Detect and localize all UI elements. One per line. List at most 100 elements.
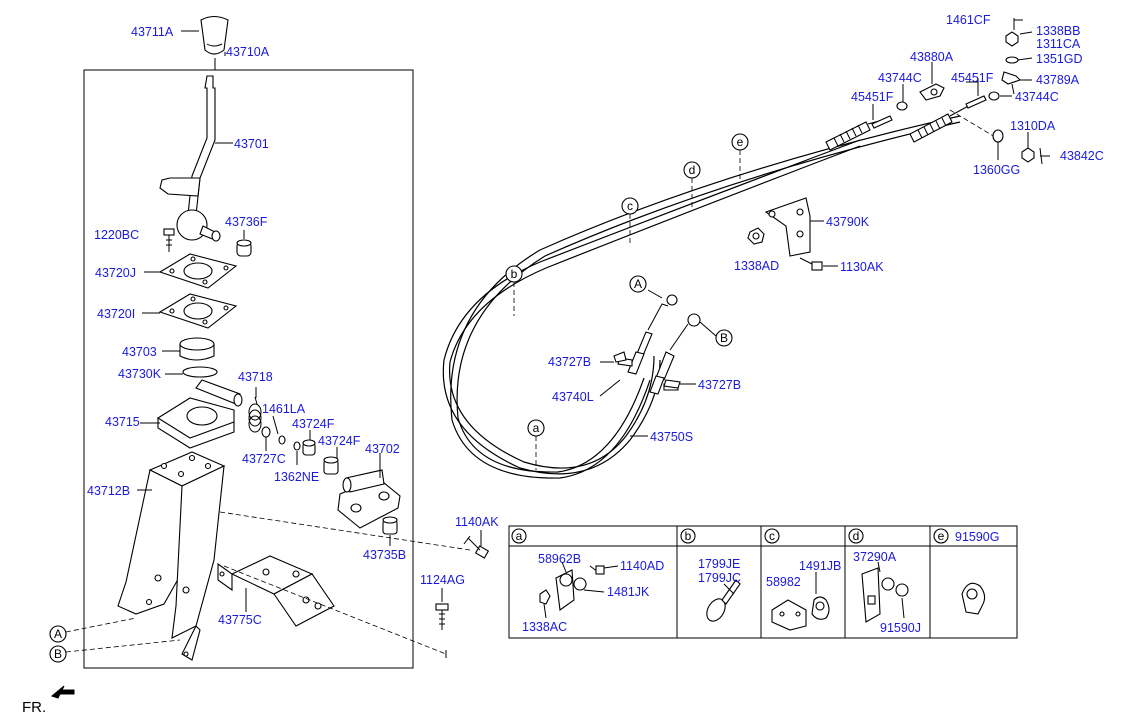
svg-text:b: b xyxy=(685,529,692,543)
ref-circle-cable-d[interactable]: d xyxy=(683,161,701,179)
part-label-1338bb[interactable]: 1338BB xyxy=(1036,24,1080,38)
part-label-1140ad[interactable]: 1140AD xyxy=(620,559,664,573)
part-label-43775c[interactable]: 43775C xyxy=(218,613,262,627)
nut-1338ad-drawing xyxy=(747,227,765,245)
part-label-43730k[interactable]: 43730K xyxy=(118,367,162,381)
part-label-1311ca[interactable]: 1311CA xyxy=(1036,37,1081,51)
part-label-43718[interactable]: 43718 xyxy=(238,370,273,384)
part-label-58962b[interactable]: 58962B xyxy=(538,552,581,566)
cable-end-43750s-drawing xyxy=(649,313,701,395)
part-label-43724f-a[interactable]: 43724F xyxy=(292,417,335,431)
part-label-43710a[interactable]: 43710A xyxy=(226,45,270,59)
part-label-43744c-a[interactable]: 43744C xyxy=(878,71,922,85)
washer-1362ne-drawing xyxy=(293,441,301,451)
svg-text:b: b xyxy=(511,267,518,281)
part-label-43720j[interactable]: 43720J xyxy=(95,266,136,280)
part-label-43735b[interactable]: 43735B xyxy=(363,548,406,562)
part-label-43750s[interactable]: 43750S xyxy=(650,430,693,444)
svg-text:a: a xyxy=(533,421,540,435)
part-label-43711a[interactable]: 43711A xyxy=(131,25,174,39)
ref-circle-cable-b[interactable]: b xyxy=(505,265,523,283)
part-label-1130ak[interactable]: 1130AK xyxy=(840,260,884,274)
ref-circle-a-1[interactable]: A xyxy=(629,275,647,293)
detail-d-clip-drawing xyxy=(861,567,909,623)
bracket-43712b-drawing xyxy=(117,451,226,661)
part-label-1220bc[interactable]: 1220BC xyxy=(94,228,139,242)
detail-header-e-title[interactable]: 91590G xyxy=(955,530,999,544)
ref-circle-cable-a[interactable]: a xyxy=(527,419,545,437)
part-label-1140ak[interactable]: 1140AK xyxy=(455,515,499,529)
pin-1310da-drawing xyxy=(1021,147,1035,163)
clip-43727b-a-drawing xyxy=(613,351,627,363)
ring-43730k-drawing xyxy=(182,366,218,378)
part-label-1351gd[interactable]: 1351GD xyxy=(1036,52,1083,66)
washer-1351gd-drawing xyxy=(1005,56,1019,64)
part-label-37290a[interactable]: 37290A xyxy=(853,550,897,564)
part-label-1124ag[interactable]: 1124AG xyxy=(420,573,465,587)
part-label-43703[interactable]: 43703 xyxy=(122,345,157,359)
part-label-43727b-b[interactable]: 43727B xyxy=(698,378,741,392)
washer-1461la-drawing xyxy=(278,435,286,445)
spring-43718-drawing xyxy=(248,396,262,433)
part-label-1461la[interactable]: 1461LA xyxy=(262,402,306,416)
bush-43744c-b-drawing xyxy=(988,91,1000,101)
part-label-1799je[interactable]: 1799JE xyxy=(698,557,740,571)
shift-lever-drawing xyxy=(159,75,221,242)
part-label-45451f-b[interactable]: 45451F xyxy=(951,71,994,85)
ref-circle-cable-e[interactable]: e xyxy=(731,133,749,151)
svg-text:A: A xyxy=(54,627,62,641)
part-label-43712b[interactable]: 43712B xyxy=(87,484,130,498)
svg-text:d: d xyxy=(853,529,860,543)
detail-header-b: b xyxy=(680,528,696,544)
plate-43720j-drawing xyxy=(158,253,238,289)
part-label-43744c-b[interactable]: 43744C xyxy=(1015,90,1059,104)
pin-45451f-a-drawing xyxy=(871,115,893,129)
part-label-43702[interactable]: 43702 xyxy=(365,442,400,456)
detail-a-clip-drawing xyxy=(539,565,605,611)
part-label-1491jb[interactable]: 1491JB xyxy=(799,559,841,573)
svg-text:e: e xyxy=(938,529,945,543)
part-label-43701[interactable]: 43701 xyxy=(234,137,269,151)
part-label-43789a[interactable]: 43789A xyxy=(1036,73,1080,87)
svg-text:a: a xyxy=(516,529,523,543)
ref-circle-b-1[interactable]: B xyxy=(715,329,733,347)
part-label-43740l[interactable]: 43740L xyxy=(552,390,594,404)
part-label-43736f[interactable]: 43736F xyxy=(225,215,268,229)
ref-circle-a-2[interactable]: A xyxy=(49,625,67,643)
washer-1360gg-drawing xyxy=(992,129,1004,143)
clip-43727c-drawing xyxy=(261,426,271,438)
svg-text:c: c xyxy=(627,199,633,213)
svg-text:d: d xyxy=(689,163,696,177)
part-label-45451f-a[interactable]: 45451F xyxy=(851,90,894,104)
part-label-43790k[interactable]: 43790K xyxy=(826,215,870,229)
part-label-1338ad[interactable]: 1338AD xyxy=(734,259,779,273)
part-label-1799jc[interactable]: 1799JC xyxy=(698,571,741,585)
part-label-1362ne[interactable]: 1362NE xyxy=(274,470,319,484)
part-label-1461cf[interactable]: 1461CF xyxy=(946,13,991,27)
ref-circle-cable-c[interactable]: c xyxy=(621,197,639,215)
part-label-1360gg[interactable]: 1360GG xyxy=(973,163,1020,177)
part-label-43727b-a[interactable]: 43727B xyxy=(548,355,591,369)
ref-circle-b-2[interactable]: B xyxy=(49,645,67,663)
part-label-43715[interactable]: 43715 xyxy=(105,415,140,429)
part-label-43842c[interactable]: 43842C xyxy=(1060,149,1104,163)
svg-text:A: A xyxy=(634,277,642,291)
bolt-1140ak-drawing xyxy=(463,535,490,559)
part-label-43720i[interactable]: 43720I xyxy=(97,307,135,321)
bush-43736f-drawing xyxy=(236,239,252,257)
part-label-1481jk[interactable]: 1481JK xyxy=(607,585,650,599)
part-label-43727c[interactable]: 43727C xyxy=(242,452,286,466)
part-label-1338ac[interactable]: 1338AC xyxy=(522,620,567,634)
part-label-91590j[interactable]: 91590J xyxy=(880,621,921,635)
detail-c-clip-drawing xyxy=(771,596,830,631)
part-label-43880a[interactable]: 43880A xyxy=(910,50,954,64)
svg-text:B: B xyxy=(720,331,728,345)
part-label-58982[interactable]: 58982 xyxy=(766,575,801,589)
part-label-43724f-b[interactable]: 43724F xyxy=(318,434,361,448)
housing-43715-drawing xyxy=(156,379,243,449)
svg-text:c: c xyxy=(769,529,775,543)
clip-43842c-drawing xyxy=(1039,147,1050,165)
bush-43735b-drawing xyxy=(382,516,398,535)
part-label-1310da[interactable]: 1310DA xyxy=(1010,119,1056,133)
